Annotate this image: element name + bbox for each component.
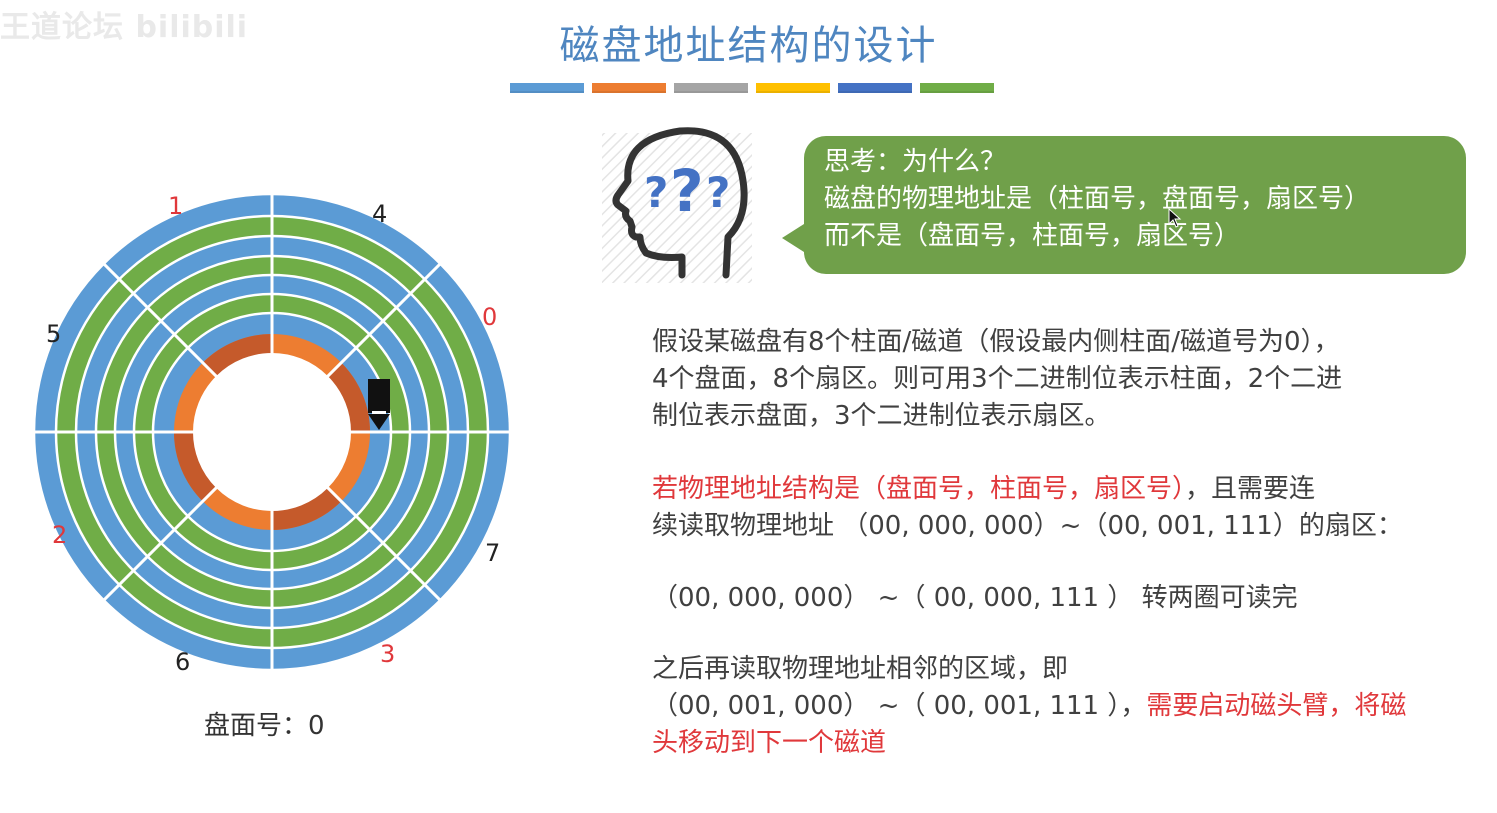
bubble-line: 磁盘的物理地址是（柱面号，盘面号，扇区号） [824, 184, 1371, 214]
title-bar [838, 83, 912, 93]
highlight-text: 需要启动磁头臂，将磁 [1146, 691, 1407, 721]
sector-label: 7 [485, 539, 500, 567]
spindle-hole [193, 353, 351, 511]
text-span: （00, 001, 000） ~（ 00, 001, 111 ）， [652, 691, 1147, 721]
sector-label: 0 [482, 303, 497, 331]
text-line: 4个盘面，8个扇区。则可用3个二进制位表示柱面，2个二进 [652, 364, 1343, 394]
mouse-cursor-icon [1168, 208, 1182, 228]
read-write-head-icon [368, 379, 390, 430]
watermark: 王道论坛 bilibili [0, 10, 249, 45]
svg-text:?: ? [644, 168, 668, 217]
innermost-track-sector [327, 362, 370, 432]
svg-text:?: ? [706, 168, 730, 217]
text-line: 若物理地址结构是（盘面号，柱面号，扇区号），且需要连 [652, 471, 1403, 508]
disk-tracks [32, 192, 512, 672]
sector-label: 5 [46, 320, 61, 348]
sector-divider [326, 486, 443, 603]
sector-label: 6 [175, 648, 190, 676]
text-line: 续读取物理地址 （00, 000, 000）~（00, 001, 111）的扇区… [652, 511, 1403, 541]
text-line: 制位表示盘面，3个二进制位表示扇区。 [652, 401, 1111, 431]
highlight-text: 头移动到下一个磁道 [652, 728, 887, 758]
title-bar [510, 83, 584, 93]
sector-divider [101, 486, 218, 603]
bubble-question: 思考：为什么？ [824, 147, 1007, 177]
innermost-track-sector [174, 432, 217, 502]
title-bar [592, 83, 666, 93]
text-line: 之后再读取物理地址相邻的区域，即 [652, 654, 1069, 684]
bubble-line: 而不是（盘面号，柱面号，扇区号） [824, 221, 1241, 251]
title-bar [920, 83, 994, 93]
text-span: ，且需要连 [1185, 474, 1316, 504]
svg-text:?: ? [670, 157, 704, 225]
surface-number-caption: 盘面号：0 [204, 711, 325, 741]
sector-label: 2 [52, 521, 67, 549]
disk-platter-diagram: 1 4 0 5 2 7 6 3 [32, 192, 512, 676]
text-line: 假设某磁盘有8个柱面/磁道（假设最内侧柱面/磁道号为0）， [652, 327, 1340, 357]
slide-title: 磁盘地址结构的设计 [559, 23, 938, 69]
title-bar [674, 83, 748, 93]
scenario-paragraph: 若物理地址结构是（盘面号，柱面号，扇区号），且需要连 续读取物理地址 （00, … [652, 471, 1403, 545]
innermost-track-sector [272, 487, 342, 530]
sector-divider [326, 261, 443, 378]
sector-divider [101, 261, 218, 378]
text-line: （00, 001, 000） ~（ 00, 001, 111 ），需要启动磁头臂… [652, 688, 1406, 725]
innermost-track-sector [202, 333, 272, 377]
title-bar [756, 83, 830, 93]
sector-label: 3 [380, 640, 395, 668]
text-line: （00, 000, 000） ~（ 00, 000, 111 ） 转两圈可读完 [652, 583, 1298, 613]
sector-label: 1 [168, 192, 183, 220]
assumption-paragraph: 假设某磁盘有8个柱面/磁道（假设最内侧柱面/磁道号为0）， 4个盘面，8个扇区。… [652, 324, 1342, 435]
sector-label: 4 [372, 200, 387, 228]
highlight-text: 若物理地址结构是（盘面号，柱面号，扇区号） [652, 474, 1186, 504]
second-range-paragraph: 之后再读取物理地址相邻的区域，即 （00, 001, 000） ~（ 00, 0… [652, 651, 1406, 762]
thinking-bubble: 思考：为什么？ 磁盘的物理地址是（柱面号，盘面号，扇区号） 而不是（盘面号，柱面… [782, 136, 1466, 274]
first-range-paragraph: （00, 000, 000） ~（ 00, 000, 111 ） 转两圈可读完 [652, 580, 1298, 617]
thinking-head-icon: ? ? ? [602, 127, 752, 283]
